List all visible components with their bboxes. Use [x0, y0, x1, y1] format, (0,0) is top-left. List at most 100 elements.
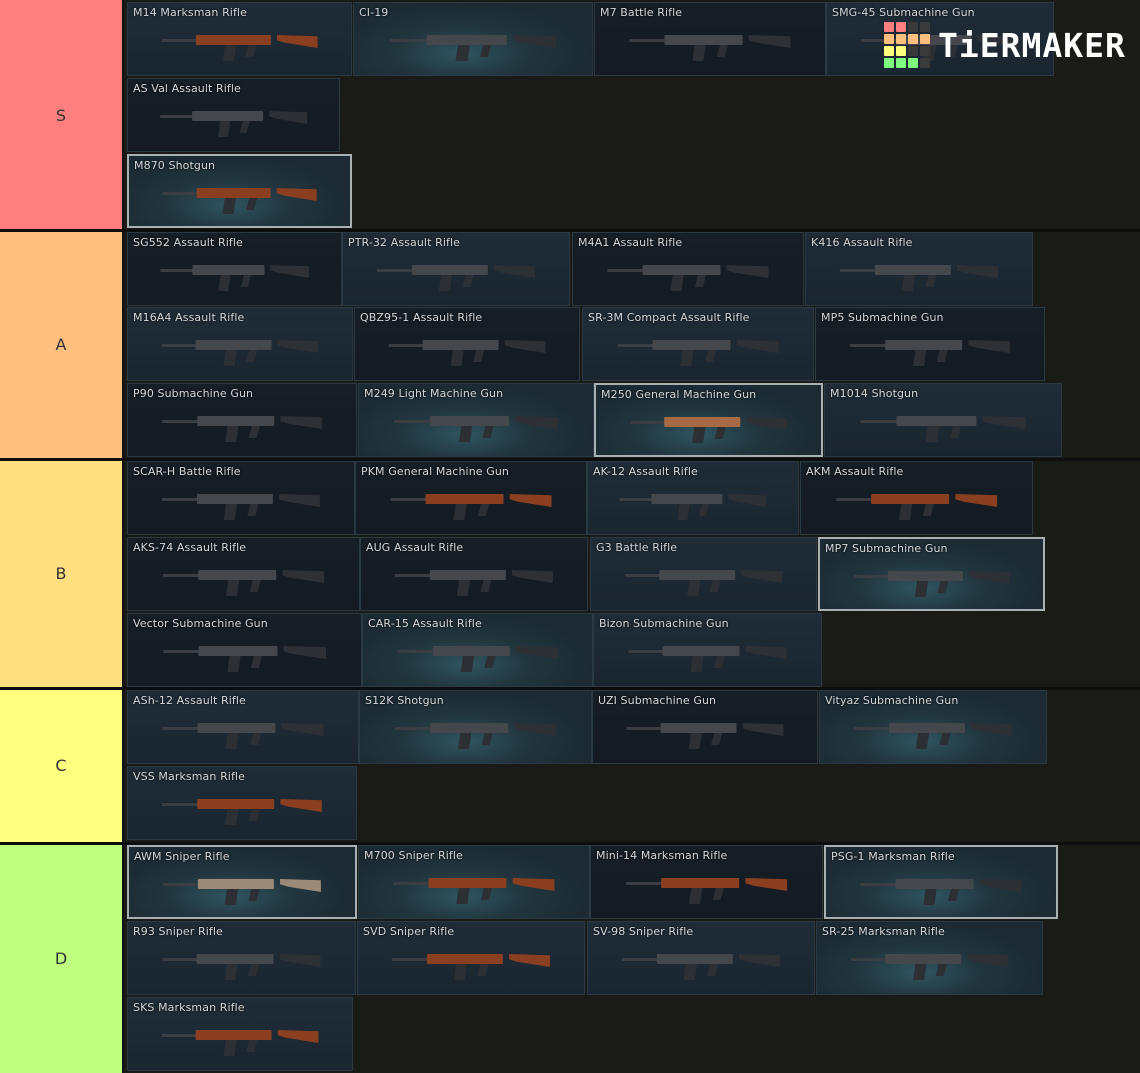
- weapon-image-icon: [853, 565, 1010, 601]
- weapon-name: M249 Light Machine Gun: [364, 387, 504, 400]
- weapon-tile[interactable]: UZI Submachine Gun: [592, 690, 818, 764]
- weapon-tile[interactable]: M250 General Machine Gun: [594, 383, 823, 457]
- weapon-name: AKM Assault Rifle: [806, 465, 904, 478]
- weapon-name: SCAR-H Battle Rifle: [133, 465, 241, 478]
- weapon-tile[interactable]: MP5 Submachine Gun: [815, 307, 1045, 381]
- weapon-name: ASh-12 Assault Rifle: [133, 694, 246, 707]
- weapon-tile[interactable]: AUG Assault Rifle: [360, 537, 588, 611]
- weapon-image-icon: [397, 640, 558, 676]
- weapon-tile[interactable]: SR-3M Compact Assault Rifle: [582, 307, 814, 381]
- weapon-image-icon: [161, 29, 318, 65]
- weapon-tile[interactable]: PTR-32 Assault Rifle: [342, 232, 570, 306]
- weapon-tile[interactable]: MP7 Submachine Gun: [818, 537, 1045, 611]
- weapon-image-icon: [853, 717, 1013, 753]
- weapon-tile[interactable]: Vityaz Submachine Gun: [819, 690, 1047, 764]
- weapon-name: SKS Marksman Rifle: [133, 1001, 245, 1014]
- weapon-tile[interactable]: SCAR-H Battle Rifle: [127, 461, 355, 535]
- weapon-tile[interactable]: Mini-14 Marksman Rifle: [590, 845, 823, 919]
- weapon-name: SMG-45 Submachine Gun: [832, 6, 975, 19]
- weapon-tile[interactable]: AS Val Assault Rifle: [127, 78, 340, 152]
- tier-label[interactable]: S: [0, 0, 124, 230]
- weapon-tile[interactable]: M7 Battle Rifle: [594, 2, 826, 76]
- logo-grid-cell: [884, 46, 894, 56]
- weapon-image-icon: [625, 872, 788, 908]
- weapon-tile[interactable]: Bizon Submachine Gun: [593, 613, 822, 687]
- weapon-tile[interactable]: M16A4 Assault Rifle: [127, 307, 353, 381]
- weapon-tile[interactable]: G3 Battle Rifle: [590, 537, 817, 611]
- tier-divider: [0, 458, 1140, 461]
- tier-label[interactable]: C: [0, 688, 124, 843]
- weapon-image-icon: [394, 410, 558, 446]
- weapon-image-icon: [161, 1024, 319, 1060]
- weapon-name: CI-19: [359, 6, 389, 19]
- weapon-name: UZI Submachine Gun: [598, 694, 717, 707]
- weapon-tile[interactable]: R93 Sniper Rifle: [127, 921, 356, 995]
- weapon-tile[interactable]: S12K Shotgun: [359, 690, 592, 764]
- weapon-tile[interactable]: SVD Sniper Rifle: [357, 921, 585, 995]
- weapon-tile[interactable]: AWM Sniper Rifle: [127, 845, 357, 919]
- weapon-image-icon: [839, 259, 999, 295]
- tier-label[interactable]: D: [0, 843, 124, 1073]
- weapon-name: M7 Battle Rifle: [600, 6, 683, 19]
- weapon-image-icon: [162, 793, 322, 829]
- weapon-tile[interactable]: PSG-1 Marksman Rifle: [824, 845, 1058, 919]
- weapon-image-icon: [621, 948, 781, 984]
- weapon-tile[interactable]: PKM General Machine Gun: [355, 461, 587, 535]
- tier-divider: [0, 229, 1140, 232]
- weapon-tile[interactable]: QBZ95-1 Assault Rifle: [354, 307, 580, 381]
- weapon-tile[interactable]: CI-19: [353, 2, 593, 76]
- weapon-tile[interactable]: SKS Marksman Rifle: [127, 997, 353, 1071]
- weapon-tile[interactable]: M4A1 Assault Rifle: [572, 232, 804, 306]
- weapon-name: MP7 Submachine Gun: [825, 542, 948, 555]
- weapon-name: P90 Submachine Gun: [133, 387, 254, 400]
- weapon-image-icon: [394, 564, 554, 600]
- tier-label[interactable]: B: [0, 459, 124, 688]
- weapon-tile[interactable]: M14 Marksman Rifle: [127, 2, 352, 76]
- weapon-tile[interactable]: VSS Marksman Rifle: [127, 766, 357, 840]
- tiermaker-logo: TiERMAKER: [884, 22, 1126, 68]
- weapon-name: MP5 Submachine Gun: [821, 311, 944, 324]
- tier-divider: [0, 842, 1140, 845]
- tiermaker-logo-text: TiERMAKER: [938, 25, 1126, 65]
- weapon-tile[interactable]: CAR-15 Assault Rifle: [362, 613, 593, 687]
- weapon-image-icon: [162, 564, 325, 600]
- weapon-name: M16A4 Assault Rifle: [133, 311, 245, 324]
- weapon-image-icon: [626, 717, 784, 753]
- weapon-name: G3 Battle Rifle: [596, 541, 678, 554]
- weapon-tile[interactable]: AKM Assault Rifle: [800, 461, 1033, 535]
- weapon-tile[interactable]: AKS-74 Assault Rifle: [127, 537, 360, 611]
- weapon-tile[interactable]: AK-12 Assault Rifle: [587, 461, 799, 535]
- weapon-tile[interactable]: Vector Submachine Gun: [127, 613, 362, 687]
- weapon-name: PTR-32 Assault Rifle: [348, 236, 460, 249]
- weapon-tile[interactable]: ASh-12 Assault Rifle: [127, 690, 359, 764]
- weapon-image-icon: [390, 488, 552, 524]
- logo-grid-cell: [908, 22, 918, 32]
- weapon-tile[interactable]: P90 Submachine Gun: [127, 383, 357, 457]
- weapon-image-icon: [607, 259, 769, 295]
- weapon-name: AK-12 Assault Rifle: [593, 465, 698, 478]
- weapon-name: AUG Assault Rifle: [366, 541, 464, 554]
- weapon-tile[interactable]: M249 Light Machine Gun: [358, 383, 594, 457]
- weapon-tile[interactable]: M700 Sniper Rifle: [358, 845, 590, 919]
- weapon-image-icon: [391, 948, 551, 984]
- weapon-tile[interactable]: SR-25 Marksman Rifle: [816, 921, 1043, 995]
- weapon-tile[interactable]: K416 Assault Rifle: [805, 232, 1033, 306]
- weapon-image-icon: [393, 872, 555, 908]
- weapon-name: SG552 Assault Rifle: [133, 236, 243, 249]
- weapon-tile[interactable]: SV-98 Sniper Rifle: [587, 921, 815, 995]
- logo-grid-cell: [884, 34, 894, 44]
- logo-grid-cell: [884, 22, 894, 32]
- weapon-image-icon: [860, 873, 1022, 909]
- weapon-name: AS Val Assault Rifle: [133, 82, 241, 95]
- logo-grid-cell: [884, 58, 894, 68]
- weapon-image-icon: [835, 488, 998, 524]
- weapon-name: K416 Assault Rifle: [811, 236, 913, 249]
- weapon-tile[interactable]: M1014 Shotgun: [824, 383, 1062, 457]
- weapon-image-icon: [850, 948, 1009, 984]
- weapon-tile[interactable]: M870 Shotgun: [127, 154, 352, 228]
- tier-label[interactable]: A: [0, 230, 124, 459]
- logo-grid-cell: [920, 34, 930, 44]
- weapon-tile[interactable]: SG552 Assault Rifle: [127, 232, 342, 306]
- weapon-name: AWM Sniper Rifle: [134, 850, 230, 863]
- weapon-name: SR-3M Compact Assault Rifle: [588, 311, 750, 324]
